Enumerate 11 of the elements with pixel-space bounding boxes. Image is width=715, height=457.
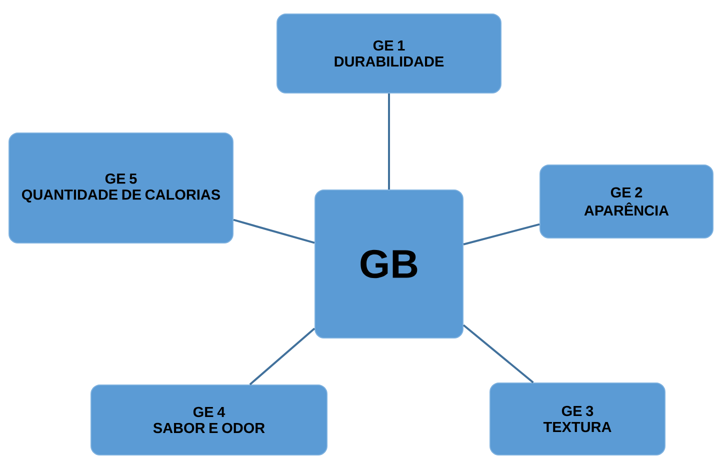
topic-box: GE 3 TEXTURA xyxy=(490,382,666,456)
topic-box: GE 1 DURABILIDADE xyxy=(276,14,502,94)
topic-box: GE 4 SABOR E ODOR xyxy=(90,384,328,456)
connector-line xyxy=(462,324,534,384)
connector-line xyxy=(463,223,540,246)
center-box: GB xyxy=(314,190,464,338)
connector-line xyxy=(233,218,315,244)
topic-box: GE 2 APARÊNCIA xyxy=(540,164,714,238)
connector-line xyxy=(388,94,390,190)
connector-line xyxy=(249,328,316,386)
topic-box: GE 5 QUANTIDADE DE CALORIAS xyxy=(8,132,234,244)
